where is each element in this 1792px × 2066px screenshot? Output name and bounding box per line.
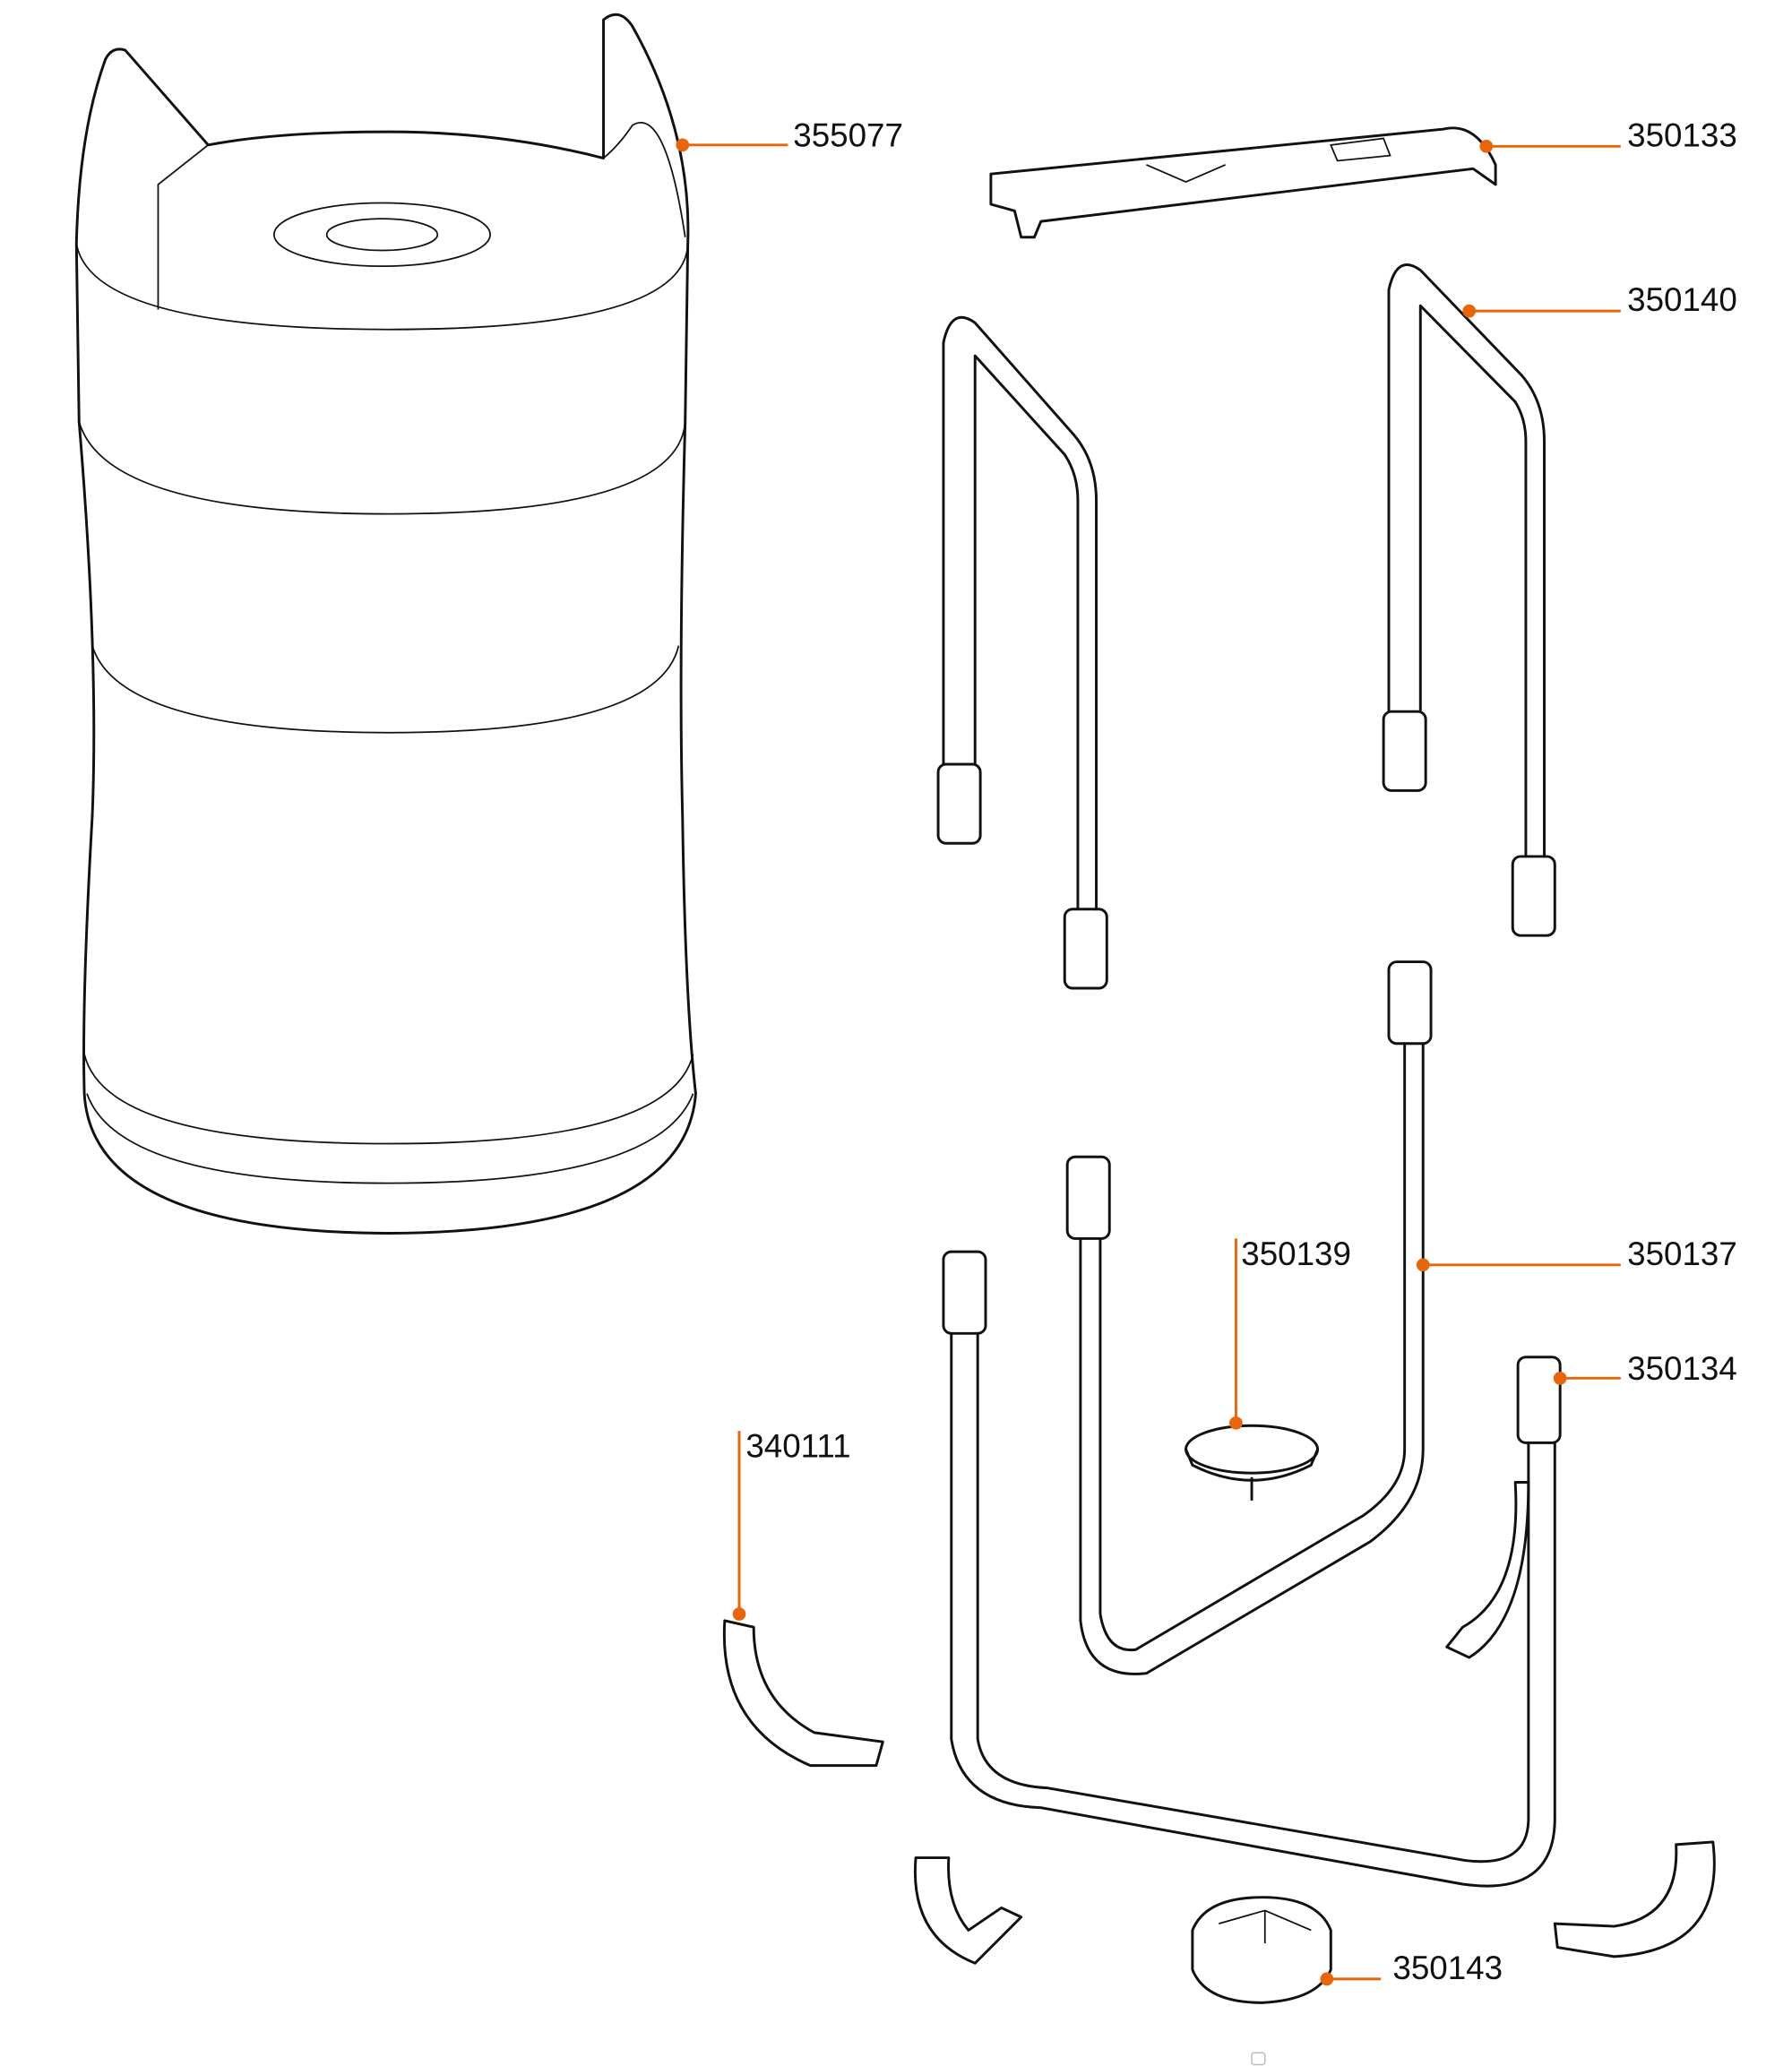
part-number-label: 350133 [1627,116,1737,153]
block-part-350143 [1191,1896,1332,2004]
part-number-label: 350137 [1627,1235,1737,1272]
part-number-label: 340111 [745,1428,850,1465]
hub-part-350139 [1185,1424,1320,1502]
callout-350133: 350133 [1479,116,1737,153]
callout-350137: 350137 [1416,1235,1737,1272]
part-number-label: 350143 [1392,1950,1503,1986]
callout-350140: 350140 [1462,281,1737,318]
base-frame-part-350137 [1065,960,1433,1675]
bracket-part-350133 [989,126,1497,239]
part-number-label: 355077 [793,116,903,153]
part-number-label: 350140 [1627,281,1737,318]
frame-part-350140-right [1382,263,1556,937]
foot-part-340111 [722,1481,1716,1965]
callout-355077: 355077 [676,116,903,153]
frame-part-350140-left [936,316,1108,990]
callout-350139: 350139 [1229,1235,1351,1430]
part-number-label: 350134 [1627,1350,1737,1387]
callout-350143: 350143 [1320,1950,1503,1986]
base-frame-part-350134 [942,1250,1562,1888]
callout-350134: 350134 [1553,1350,1737,1387]
small-box-icon [1251,2052,1266,2066]
callout-340111: 340111 [732,1428,851,1621]
cushion-part-355077 [74,13,697,1235]
part-number-label: 350139 [1241,1235,1351,1272]
